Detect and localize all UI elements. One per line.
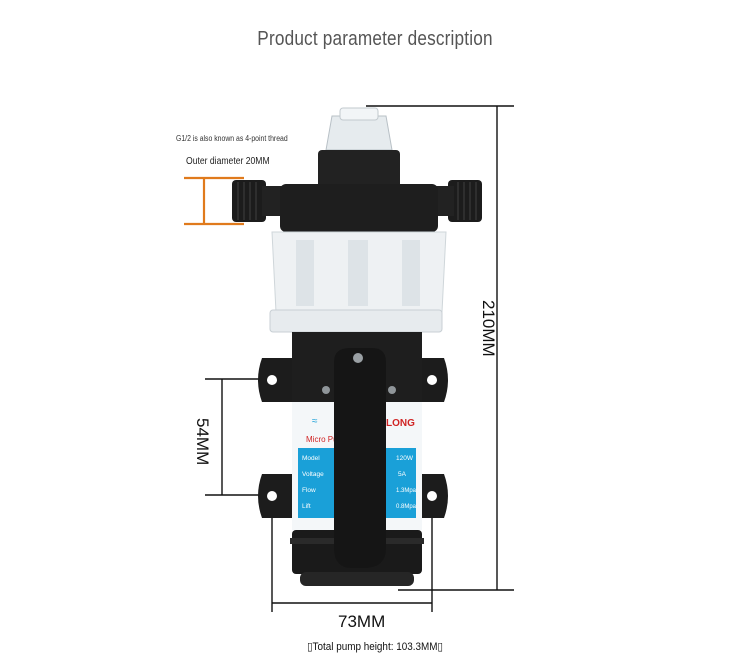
thread-note: G1/2 is also known as 4-point thread <box>176 134 288 143</box>
outer-diameter-note: Outer diameter 20MM <box>186 156 270 167</box>
label-row-flow-val: 1.3Mpa <box>396 488 417 494</box>
width-dimension: 73MM <box>338 612 386 631</box>
pump-housing <box>269 231 447 333</box>
hole-spacing-dimension: 54MM <box>193 418 212 466</box>
outer-diameter-marks <box>184 176 244 226</box>
top-nozzle <box>318 107 400 190</box>
label-brand: LONG <box>386 418 415 429</box>
pump-head <box>280 184 438 232</box>
label-row-voltage-key: Voltage <box>302 471 324 478</box>
mounting-foot-right-top <box>420 358 448 402</box>
left-fitting <box>232 180 284 222</box>
label-row-lift-key: Lift <box>302 503 311 510</box>
label-row-model-val: 120W <box>396 455 414 462</box>
label-subtitle: Micro Pump <box>306 435 349 444</box>
label-row-model-key: Model <box>302 455 320 462</box>
label-row-flow-key: Flow <box>302 487 316 494</box>
right-fitting <box>432 180 482 222</box>
page-title: Product parameter description <box>257 28 493 50</box>
height-dimension: 210MM <box>479 300 498 357</box>
pressure-switch-handle <box>322 348 396 568</box>
label-row-voltage-val: 5A <box>398 471 407 478</box>
mounting-foot-left-bottom <box>258 474 300 518</box>
label-row-lift-val: 0.8Mpa <box>396 504 417 510</box>
total-height-footnote: ▯Total pump height: 103.3MM▯ <box>307 641 443 653</box>
mounting-foot-left-top <box>258 358 300 402</box>
mounting-foot-right-bottom <box>420 474 448 518</box>
label-logo-text: ≈ <box>312 416 318 427</box>
